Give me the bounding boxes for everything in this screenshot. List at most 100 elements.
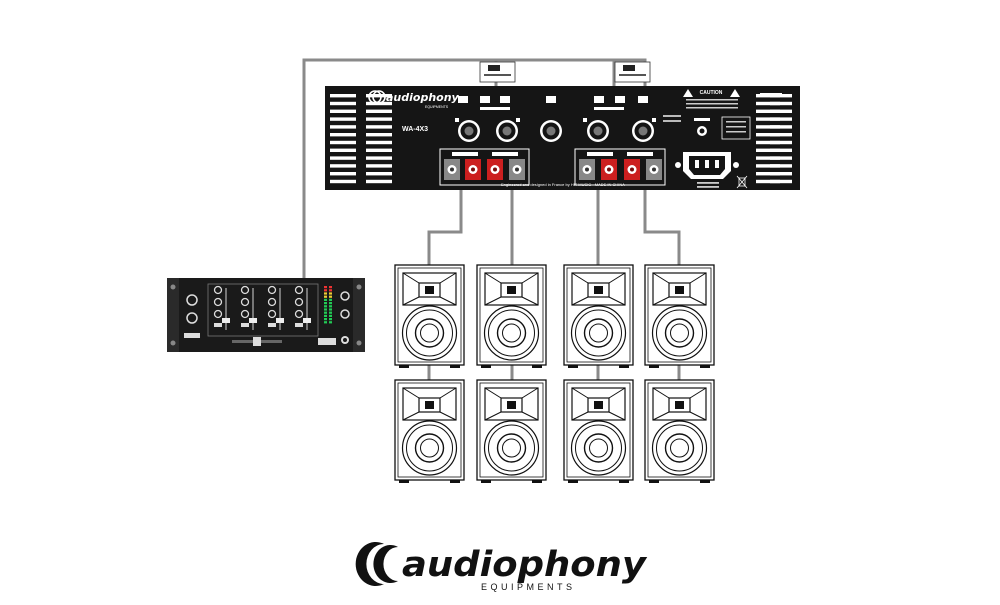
channel-button xyxy=(268,323,276,327)
vent-slot xyxy=(330,172,356,176)
vent-slot xyxy=(366,148,392,152)
vent-slot xyxy=(770,109,792,113)
speaker-cabinet xyxy=(394,379,465,483)
vent-slot xyxy=(366,117,392,121)
vu-segment xyxy=(324,308,327,311)
vent-slot xyxy=(756,156,780,160)
horn-tweeter xyxy=(571,272,626,306)
terminal-hole xyxy=(493,167,497,172)
vent-slot xyxy=(366,125,392,129)
speaker-cabinet xyxy=(563,264,634,368)
crossfader-knob xyxy=(253,337,261,346)
wheelie-bin-icon xyxy=(736,175,748,189)
fader-cap xyxy=(276,318,284,323)
vent-slot xyxy=(330,140,356,145)
vent-slot xyxy=(756,125,780,129)
channel-button xyxy=(295,323,303,327)
vent-slot xyxy=(770,148,792,152)
speaker-cabinet xyxy=(563,379,634,483)
amplifier-model: WA-4X3 xyxy=(402,126,428,133)
xlr-input-2 xyxy=(496,118,520,142)
woofer xyxy=(401,420,458,476)
vu-segment xyxy=(329,292,332,295)
mixer-knob xyxy=(240,285,250,295)
caution-label: CAUTION xyxy=(683,89,740,109)
xlr-input-4 xyxy=(632,118,656,142)
vu-meter xyxy=(324,286,332,324)
mixer-knob xyxy=(213,285,223,295)
iec-power-inlet-icon xyxy=(675,152,739,179)
horn-tweeter xyxy=(652,387,707,421)
vent-slot xyxy=(330,94,356,98)
speaker-cabinet xyxy=(476,264,547,368)
vent-slot xyxy=(330,133,356,137)
vent-slot xyxy=(330,156,356,160)
vent-slot xyxy=(330,117,356,121)
vu-segment xyxy=(324,298,327,301)
woofer xyxy=(483,305,540,361)
amplifier-brand: audiophony xyxy=(386,91,460,104)
vent-slot xyxy=(756,140,780,145)
horn-tweeter xyxy=(652,272,707,306)
vent-slot xyxy=(330,125,356,129)
vent-slot xyxy=(756,133,780,137)
logo-word: audiophony xyxy=(402,545,648,585)
dj-mixer xyxy=(167,278,365,352)
mixer-knob xyxy=(267,297,277,307)
vent-slot xyxy=(770,140,792,145)
channel-button xyxy=(241,323,249,327)
input-switch-tag-left xyxy=(479,61,516,83)
vu-segment xyxy=(329,305,332,308)
vu-segment xyxy=(324,311,327,314)
fader-track xyxy=(279,288,281,330)
mixer-knob xyxy=(294,297,304,307)
mixer-knob xyxy=(267,285,277,295)
vent-slot xyxy=(330,164,356,168)
horn-tweeter xyxy=(571,387,626,421)
vu-segment xyxy=(329,302,332,305)
horn-tweeter xyxy=(402,387,457,421)
terminal-hole xyxy=(630,167,634,172)
vu-segment xyxy=(324,292,327,295)
vu-segment xyxy=(324,318,327,321)
vu-segment xyxy=(324,289,327,292)
mixer-knob xyxy=(240,309,250,319)
amplifier-brand-sub: EQUIPMENTS xyxy=(425,105,449,109)
vent-slot xyxy=(756,164,780,168)
xlr-input-1 xyxy=(455,118,480,142)
speaker-terminals-left xyxy=(439,148,530,186)
vent-slot xyxy=(770,156,792,160)
vent-slot xyxy=(366,94,392,98)
vent-slot xyxy=(756,101,780,106)
fader-track xyxy=(225,288,227,330)
vent-slot xyxy=(770,172,792,176)
vu-segment xyxy=(329,286,332,289)
vu-segment xyxy=(329,289,332,292)
vent-slot xyxy=(366,140,392,145)
vent-slot xyxy=(756,148,780,152)
woofer xyxy=(570,420,627,476)
logo-sub: EQUIPMENTS xyxy=(481,582,576,592)
vent-slot xyxy=(756,179,780,184)
woofer xyxy=(483,420,540,476)
speaker-cabinet xyxy=(394,264,465,368)
vent-slot xyxy=(770,133,792,137)
terminal-hole xyxy=(471,167,475,172)
vent-slot xyxy=(366,133,392,137)
vu-segment xyxy=(324,321,327,324)
vu-segment xyxy=(329,318,332,321)
vu-segment xyxy=(324,302,327,305)
mixer-knob xyxy=(213,297,223,307)
caution-title: CAUTION xyxy=(700,90,723,96)
vent-slot xyxy=(770,125,792,129)
fader-track xyxy=(252,288,254,330)
woofer xyxy=(651,420,708,476)
vu-segment xyxy=(329,311,332,314)
vu-segment xyxy=(329,321,332,324)
terminal-hole xyxy=(515,167,519,172)
terminal-hole xyxy=(652,167,656,172)
woofer xyxy=(401,305,458,361)
horn-tweeter xyxy=(484,387,539,421)
mixer-knob xyxy=(240,297,250,307)
vent-slot xyxy=(770,179,792,184)
